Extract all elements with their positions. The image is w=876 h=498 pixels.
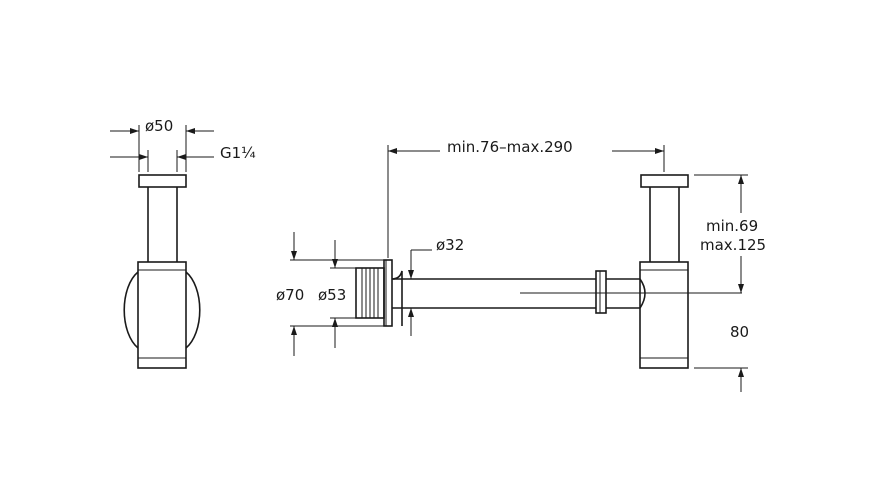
label-o70: ø70 [276,286,304,304]
label-thread: G1¼ [220,144,256,162]
front-view [355,174,742,369]
label-height-max: max.125 [700,236,766,254]
label-o53: ø53 [318,286,346,304]
dim-o53 [330,240,356,348]
label-length-range: min.76–max.290 [447,138,573,156]
label-o50: ø50 [145,117,173,135]
dim-trap-height [694,367,748,392]
dim-o32 [408,249,432,336]
label-trap-height: 80 [730,323,749,341]
side-view [123,174,201,369]
dim-g1-1-4 [110,150,214,172]
dim-o50 [110,125,214,172]
label-height-min: min.69 [706,217,758,235]
label-o32: ø32 [436,236,464,254]
dim-height-range [694,174,748,293]
dim-length-range [387,145,665,258]
